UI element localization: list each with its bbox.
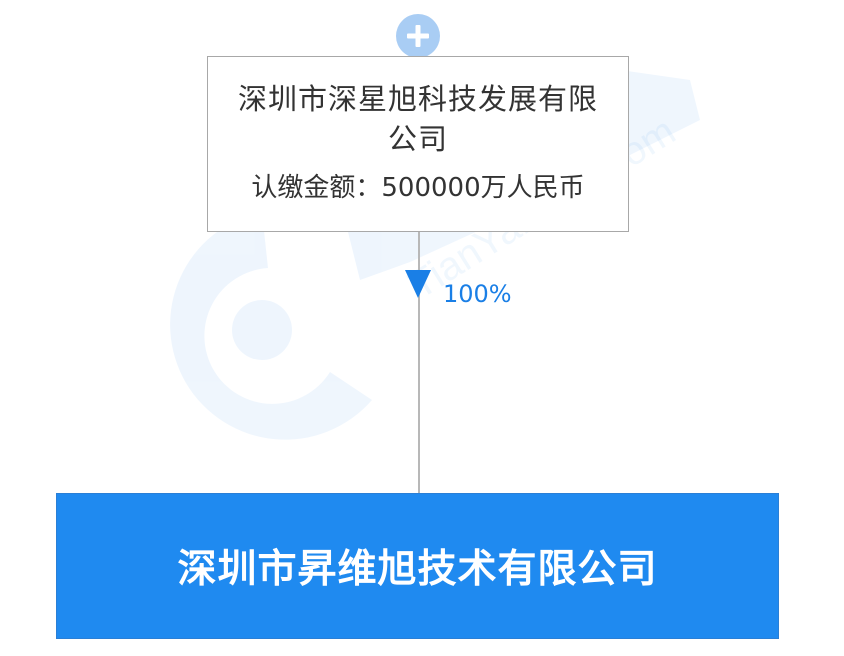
company-node[interactable]: 深圳市昇维旭技术有限公司: [56, 493, 779, 639]
plus-icon: [407, 25, 429, 47]
connector-line: [418, 232, 420, 494]
company-name: 深圳市昇维旭技术有限公司: [177, 547, 658, 592]
expand-button[interactable]: [396, 14, 440, 58]
shareholder-name: 深圳市深星旭科技发展有限公司: [237, 82, 598, 156]
arrow-down-icon: [405, 270, 431, 298]
shareholder-node[interactable]: 深圳市深星旭科技发展有限公司 认缴金额：500000万人民币: [207, 56, 629, 232]
share-percentage: 100%: [443, 280, 512, 308]
subscribed-capital: 认缴金额：500000万人民币: [251, 173, 585, 203]
